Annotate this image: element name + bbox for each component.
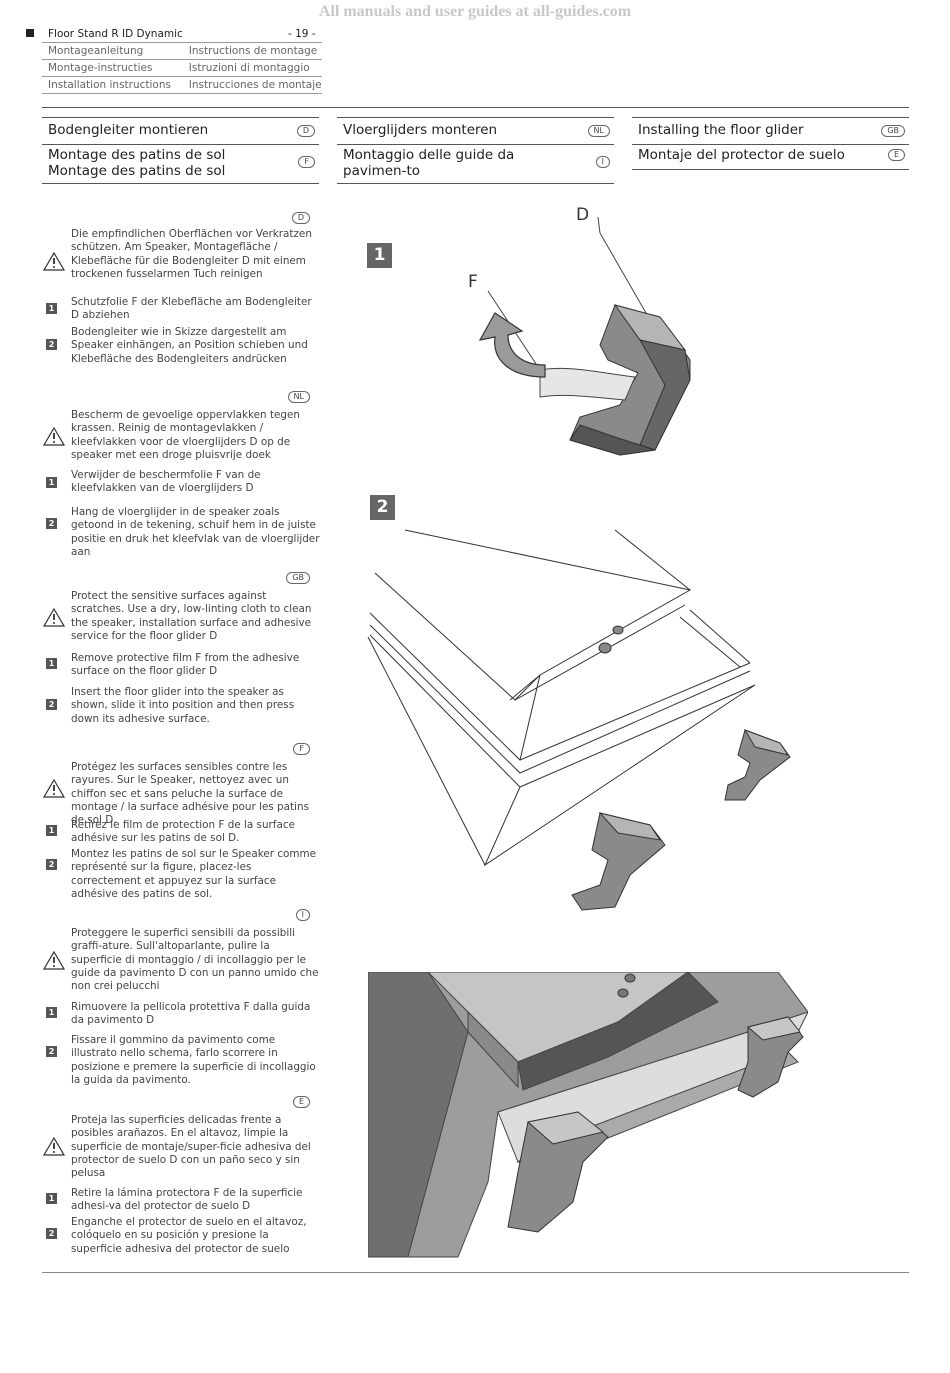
step-1-text: Rimuovere la pellicola protettiva F dall…	[71, 1001, 311, 1027]
installed-glider-closeup	[368, 972, 808, 1262]
watermark: All manuals and user guides at all-guide…	[318, 3, 632, 20]
title-text: Montaje del protector de suelo	[638, 147, 845, 163]
warning-icon	[42, 950, 66, 974]
step-2-text: Montez les patins de sol sur le Speaker …	[71, 848, 317, 900]
step-2-text: Enganche el protector de suelo en el alt…	[71, 1216, 307, 1255]
title-text: Vloerglijders monteren	[343, 122, 498, 138]
step-1-text: Retire la lámina protectora F de la supe…	[71, 1187, 303, 1213]
lang-badge: E	[887, 149, 905, 161]
floor-glider-drawing	[478, 216, 691, 456]
warning-icon	[42, 1136, 66, 1160]
title-it: Montaggio delle guide da pavimen-to I	[337, 143, 614, 184]
header-table: Floor Stand R ID Dynamic - 19 - Montagea…	[42, 26, 322, 94]
lang-badge: I	[595, 156, 610, 168]
header-cell: Istruzioni di montaggio	[182, 59, 322, 77]
figure-1-number: 1	[367, 243, 392, 268]
step-2-text: Insert the floor glider into the speaker…	[71, 686, 295, 725]
title-nl: Vloerglijders monteren NL	[337, 117, 614, 145]
step-2-text: Bodengleiter wie in Skizze dargestellt a…	[71, 326, 308, 365]
lang-badge: F	[293, 743, 310, 755]
step-1-text: Verwijder de beschermfolie F van de klee…	[71, 469, 261, 495]
step-number: 2	[46, 859, 57, 870]
lang-badge: E	[292, 1096, 310, 1108]
warning-text: Proteja las superficies delicadas frente…	[71, 1114, 311, 1180]
step-number: 1	[46, 658, 57, 669]
header-cell: Installation instructions	[42, 76, 183, 94]
warning-text: Protect the sensitive surfaces against s…	[71, 590, 312, 642]
title-fr: Montage des patins de sol Montage des pa…	[42, 143, 319, 184]
step-number: 1	[46, 825, 57, 836]
label-d: D	[576, 205, 590, 225]
lang-badge: D	[296, 125, 315, 137]
title-text: Montage des patins de sol Montage des pa…	[48, 147, 226, 179]
step-number: 2	[46, 1228, 57, 1239]
title-text: Installing the floor glider	[638, 122, 804, 138]
top-rule	[42, 107, 909, 108]
bullet-marker	[26, 29, 34, 37]
step-2-text: Hang de vloerglijder in de speaker zoals…	[71, 506, 320, 558]
warning-text: Protégez les surfaces sensibles contre l…	[71, 761, 309, 827]
title-text: Bodengleiter montieren	[48, 122, 209, 138]
title-text: Montaggio delle guide da pavimen-to	[343, 147, 515, 179]
header-cell: Montageanleitung	[42, 42, 183, 60]
lang-badge: NL	[587, 125, 610, 137]
step-number: 2	[46, 1046, 57, 1057]
lang-badge: I	[295, 909, 310, 921]
step-number: 1	[46, 1193, 57, 1204]
step-number: 2	[46, 339, 57, 350]
product-name: Floor Stand R ID Dynamic	[42, 26, 183, 43]
title-de: Bodengleiter montieren D	[42, 117, 319, 145]
title-es: Montaje del protector de suelo E	[632, 143, 909, 170]
header-cell: Instrucciones de montaje	[182, 76, 322, 94]
step-number: 2	[46, 518, 57, 529]
warning-text: Die empfindlichen Oberflächen vor Verkra…	[71, 228, 312, 280]
lang-badge: GB	[881, 125, 905, 137]
step-1-text: Schutzfolie F der Klebefläche am Bodengl…	[71, 296, 312, 322]
lang-badge: GB	[286, 572, 310, 584]
bottom-rule	[42, 1272, 909, 1273]
step-number: 1	[46, 477, 57, 488]
lang-badge: F	[298, 156, 315, 168]
step-2-text: Fissare il gommino da pavimento come ill…	[71, 1034, 316, 1086]
warning-icon	[42, 251, 66, 275]
figure-2-number: 2	[370, 495, 395, 520]
lang-badge: D	[291, 212, 310, 224]
warning-text: Proteggere le superfici sensibili da pos…	[71, 927, 319, 993]
step-1-text: Retirez le film de protection F de la su…	[71, 819, 295, 845]
step-number: 2	[46, 699, 57, 710]
speaker-assembly-drawing	[367, 529, 791, 911]
header-cell: Montage-instructies	[42, 59, 183, 77]
warning-icon	[42, 426, 66, 450]
step-number: 1	[46, 1007, 57, 1018]
step-number: 1	[46, 303, 57, 314]
warning-icon	[42, 778, 66, 802]
warning-text: Bescherm de gevoelige oppervlakken tegen…	[71, 409, 300, 461]
label-f: F	[468, 272, 478, 292]
page-number: - 19 -	[182, 26, 322, 43]
lang-badge: NL	[287, 391, 310, 403]
title-gb: Installing the floor glider GB	[632, 117, 909, 145]
step-1-text: Remove protective film F from the adhesi…	[71, 652, 300, 678]
header-cell: Instructions de montage	[182, 42, 322, 60]
warning-icon	[42, 607, 66, 631]
